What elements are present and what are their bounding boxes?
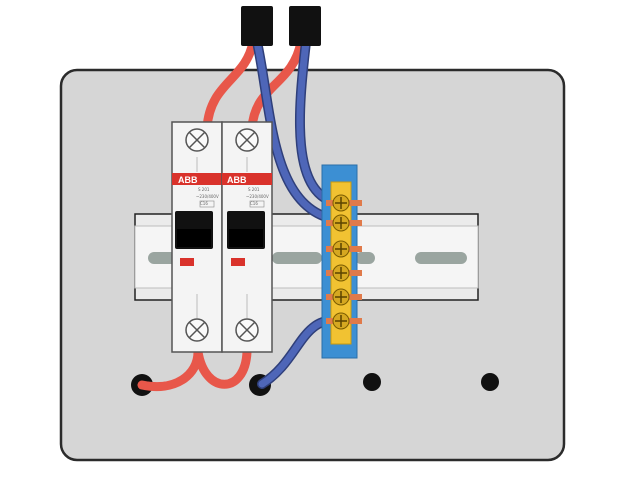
- cable-end-icon: [241, 6, 273, 46]
- bus-bar-terminals: [326, 194, 362, 330]
- live-wire-in-1: [202, 37, 258, 133]
- breaker-spec-1: ~230/400V: [196, 194, 219, 199]
- circuit-breaker: ABB S 201 ~230/400V C16: [221, 121, 273, 353]
- breaker-indicator: [180, 258, 194, 266]
- breaker-label-stripe: [172, 173, 222, 185]
- knockout-hole-icon: [481, 373, 499, 391]
- live-wire-in-2: [247, 37, 306, 133]
- breaker-indicator: [231, 258, 245, 266]
- din-rail-slot: [415, 252, 467, 264]
- din-rail-slot: [355, 252, 375, 264]
- breaker-model-1: S 201: [198, 187, 210, 192]
- cable-end-icon: [289, 6, 321, 46]
- breaker-spec-2: ~230/400V: [246, 194, 269, 199]
- breaker-rating-2: C16: [250, 201, 258, 206]
- neutral-wire-in-1-fill: [253, 38, 342, 224]
- breaker-label-stripe: [222, 173, 272, 185]
- breaker-rating-1: C16: [200, 201, 208, 206]
- breaker-brand-2: ABB: [227, 175, 247, 185]
- circuit-breaker: ABB S 201 ~230/400V C16: [171, 121, 223, 353]
- breaker-model-2: S 201: [248, 187, 260, 192]
- breaker-brand-1: ABB: [178, 175, 198, 185]
- din-rail-slot: [272, 252, 322, 264]
- knockout-hole-icon: [363, 373, 381, 391]
